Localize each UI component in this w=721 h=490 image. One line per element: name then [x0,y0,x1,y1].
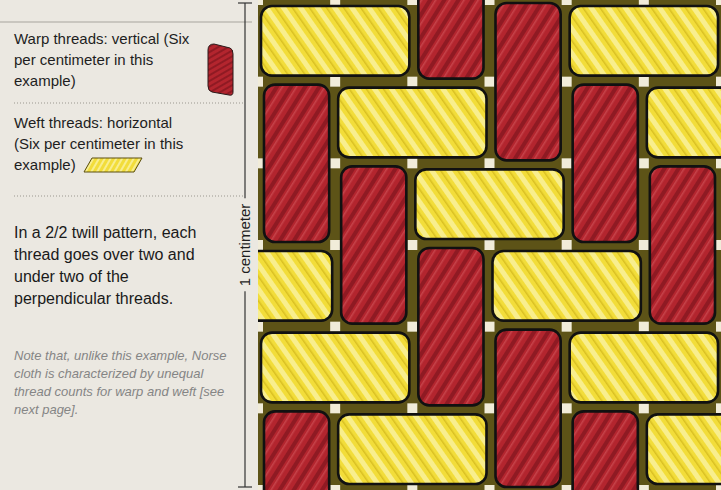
weft-thread [493,251,641,321]
warp-thread [496,3,561,160]
weft-thread [647,414,721,484]
warp-thread [418,0,483,79]
warp-legend: Warp threads: vertical (Six per centimet… [14,28,194,91]
top-rule [0,21,252,23]
weave-gap [562,240,572,250]
weave-gap [485,158,495,168]
weave-gap [330,240,340,250]
weave-gap [258,485,263,490]
weave-gap [330,158,340,168]
warp-thread [650,166,715,323]
weave-gap [639,403,649,413]
weave-gap [562,485,572,490]
weave-gap [485,77,495,87]
weave-gap [639,485,649,490]
weave-gap [562,0,572,5]
warp-thread [573,85,638,242]
weave-gap [485,240,495,250]
weave-gap [716,77,721,87]
dotted-separator [14,103,243,104]
warp-thread [341,166,406,323]
warp-thread-icon [205,42,235,98]
weft-thread [570,333,718,403]
weave-gap [639,240,649,250]
weave-gap [258,0,263,5]
weave-gap [407,158,417,168]
weave-gap [258,77,263,87]
weave-gap [407,485,417,490]
warp-thread [573,411,638,490]
weave-gap [407,240,417,250]
weave-gap [639,158,649,168]
weave-gap [258,158,263,168]
weave-gap [258,322,263,332]
weave-gap [716,0,721,5]
weave-gap [407,0,417,5]
weave-gap [639,0,649,5]
weft-thread [258,251,332,321]
weave-gap [330,322,340,332]
weave-gap [716,322,721,332]
weave-gap [330,0,340,5]
weave-gap [407,77,417,87]
weave-gap [330,403,340,413]
weave-gap [485,0,495,5]
weft-thread [415,169,563,239]
weave-gap [258,403,263,413]
dimension-label: 1 centimeter [236,199,254,292]
weave-gap [330,485,340,490]
weft-thread [647,88,721,158]
weave-gap [716,485,721,490]
weft-thread [338,88,486,158]
weave-gap [485,403,495,413]
legend-text: Warp threads: vertical (Six per centimet… [14,30,189,89]
weft-thread [570,6,718,76]
weave-gap [562,77,572,87]
warp-thread [496,330,561,487]
weave-gap [562,322,572,332]
weft-thread [338,414,486,484]
weft-thread [261,6,409,76]
weft-thread-icon [82,156,144,174]
weave-gap [562,158,572,168]
warp-thread [264,85,329,242]
weave-gap [562,403,572,413]
weave-gap [330,77,340,87]
weave-gap [258,240,263,250]
twill-weave [258,0,721,490]
weave-gap [716,240,721,250]
dotted-separator [14,196,243,197]
weave-gap [639,77,649,87]
warp-thread [418,248,483,405]
weave-gap [407,403,417,413]
weave-gap [407,322,417,332]
note-text: Note that, unlike this example, Norse cl… [14,347,236,419]
weft-thread [261,333,409,403]
weave-gap [639,322,649,332]
weave-gap [485,485,495,490]
weave-gap [485,322,495,332]
warp-thread [264,411,329,490]
weave-gap [716,403,721,413]
explanation-text: In a 2/2 twill pattern, each thread goes… [14,222,204,310]
weft-legend: Weft threads: horizontal (Six per centim… [14,112,196,175]
weave-gap [716,158,721,168]
